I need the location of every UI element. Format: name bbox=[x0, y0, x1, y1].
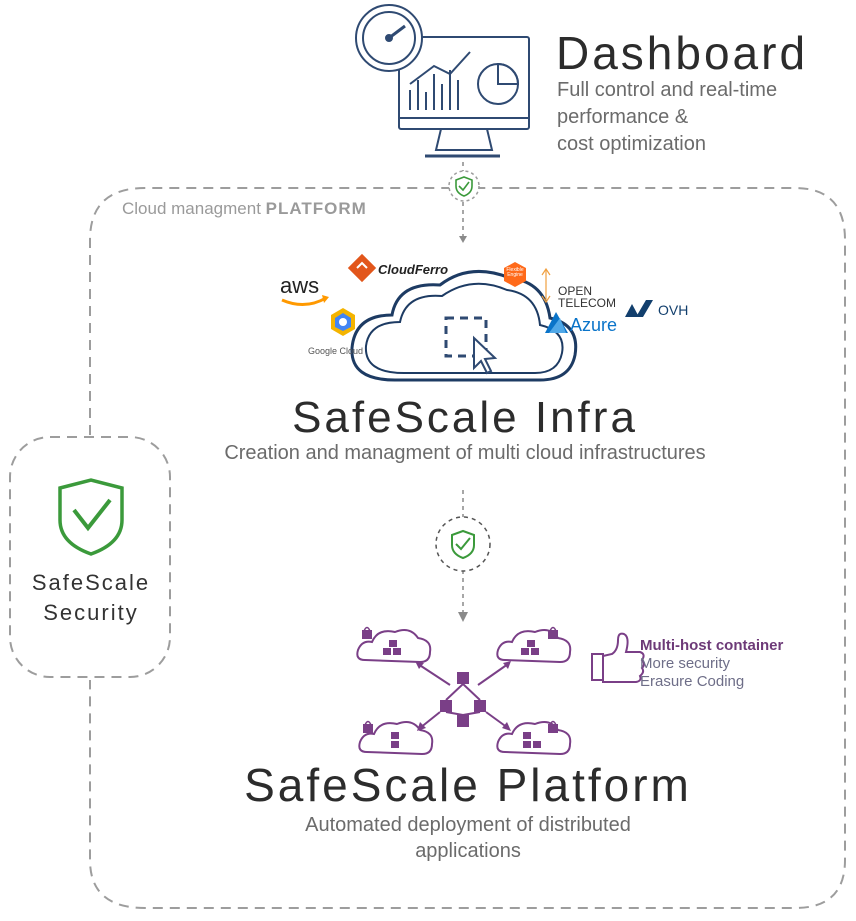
thumbs-up-icon bbox=[591, 632, 645, 683]
dashboard-description-line: Full control and real-time bbox=[557, 79, 778, 101]
infra-subtitle: Creation and managment of multi cloud in… bbox=[224, 442, 706, 464]
connector-arrow-head-2 bbox=[458, 612, 468, 622]
feature-main: Multi-host container bbox=[640, 637, 784, 654]
google-cloud-logo: Google Cloud bbox=[308, 346, 364, 356]
azure-logo: Azure bbox=[570, 315, 618, 335]
security-shield-icon bbox=[58, 478, 124, 556]
open-telecom-icon bbox=[541, 267, 551, 304]
azure-icon bbox=[545, 312, 568, 333]
platform-label-prefix: Cloud managment bbox=[122, 199, 261, 218]
shield-icon-medium bbox=[451, 529, 475, 560]
google-cloud-icon bbox=[331, 308, 355, 336]
cloudferro-logo: CloudFerro bbox=[378, 262, 449, 277]
container-cloud-bottom-right bbox=[496, 720, 572, 756]
container-cloud-top-right bbox=[496, 626, 572, 664]
feature-item: More security bbox=[640, 655, 731, 672]
shield-badge-small bbox=[448, 170, 480, 202]
flexible-engine-logo: Flexible Engine bbox=[506, 267, 524, 278]
dashboard-title: Dashboard bbox=[556, 27, 809, 79]
open-telecom-logo-line1: OPEN bbox=[558, 284, 593, 298]
platform-subtitle-line: applications bbox=[415, 840, 521, 862]
dashboard-monitor-icon bbox=[355, 4, 530, 158]
security-label-line1: SafeScale bbox=[31, 570, 151, 595]
shield-badge-medium bbox=[435, 516, 491, 572]
infra-cloud-icon bbox=[350, 269, 578, 382]
connector-arrow-head bbox=[459, 236, 467, 243]
ovh-logo: OVH bbox=[658, 302, 689, 318]
security-container-border bbox=[9, 436, 171, 678]
security-label-line2: Security bbox=[43, 600, 139, 625]
platform-label-strong: PLATFORM bbox=[265, 199, 367, 218]
dashboard-description-line: performance & bbox=[557, 106, 689, 128]
container-network-diagram bbox=[356, 626, 572, 756]
feature-item: Erasure Coding bbox=[640, 673, 745, 690]
cloudferro-icon bbox=[347, 253, 377, 283]
container-cloud-bottom-left bbox=[358, 720, 434, 756]
flexible-engine-icon bbox=[504, 262, 526, 287]
container-cloud-top-left bbox=[356, 626, 432, 664]
aws-smile-icon bbox=[281, 296, 327, 306]
aws-logo: aws bbox=[280, 273, 320, 298]
ovh-icon bbox=[625, 300, 653, 317]
dashboard-description-line: cost optimization bbox=[557, 133, 706, 155]
open-telecom-logo-line2: TELECOM bbox=[558, 296, 617, 310]
platform-subtitle-line: Automated deployment of distributed bbox=[305, 814, 631, 836]
platform-title: SafeScale Platform bbox=[244, 759, 692, 811]
shield-icon-small bbox=[455, 176, 473, 197]
platform-container-label: Cloud managment PLATFORM bbox=[122, 199, 367, 219]
infra-title: SafeScale Infra bbox=[292, 393, 638, 442]
